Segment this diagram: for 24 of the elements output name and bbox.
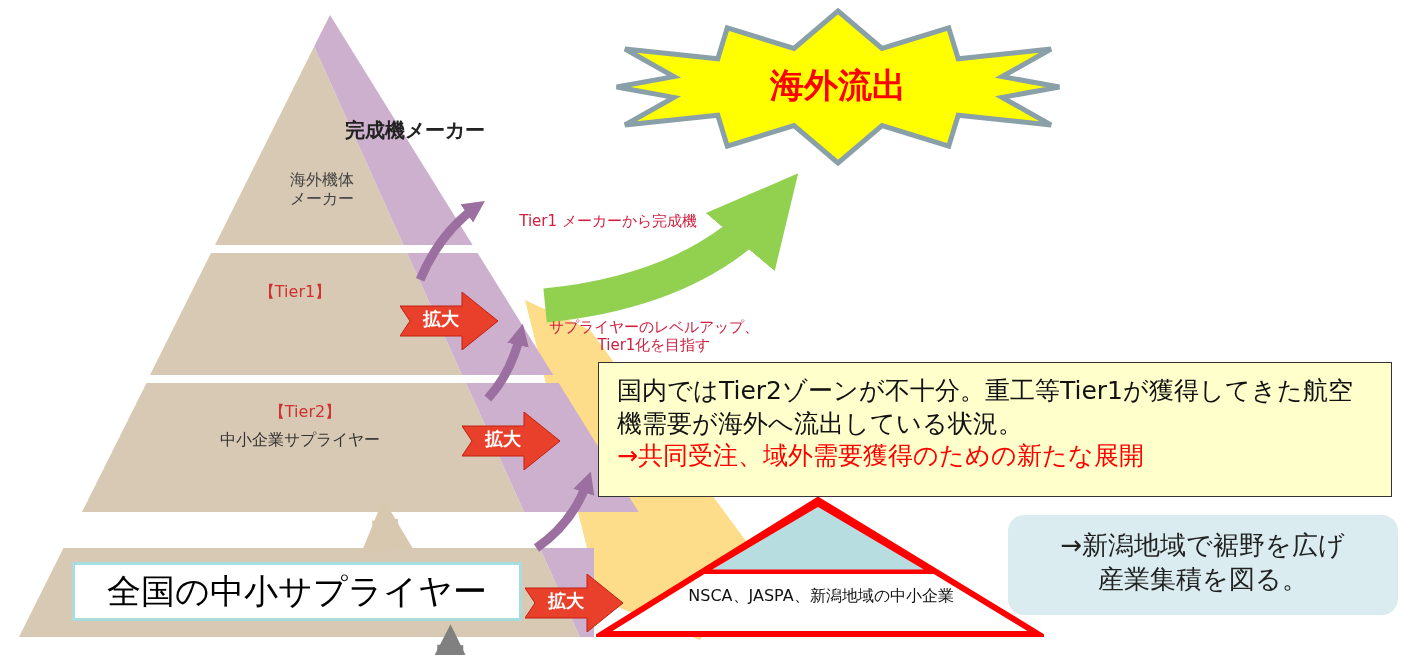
arrow-label: 拡大: [547, 590, 585, 612]
tier-label: 【Tier2】: [267, 402, 343, 422]
tier-label: 中小企業サプライヤー: [219, 430, 381, 450]
annotation-text: サプライヤーのレベルアップ、Tier1化を目指す: [548, 318, 760, 354]
title-box: 全国の中小サプライヤー: [72, 562, 522, 621]
tier-label: 完成機メーカー: [345, 118, 485, 142]
arrow-label: 拡大: [422, 308, 460, 330]
triangle-label: NSCA、JASPA、新潟地域の中小企業: [687, 586, 955, 606]
note-box: [598, 362, 1392, 497]
burst-label: 海外流出: [769, 65, 907, 106]
curved-arrow: [533, 471, 594, 552]
box-text: →新潟地域で裾野を広げ産業集積を図る。: [1059, 529, 1347, 596]
note-text: →共同受注、域外需要獲得のための新たな展開: [617, 440, 1145, 472]
rounded-box: [1008, 515, 1398, 615]
wide-arrow: [543, 174, 800, 323]
curved-arrow: [416, 200, 485, 282]
tier-label: 海外機体メーカー: [289, 170, 355, 209]
tier-label: 【Tier1】: [257, 282, 333, 302]
arrow-label: 拡大: [484, 428, 522, 450]
curved-arrow: [484, 323, 529, 402]
annotation-text: Tier1 メーカーから完成機: [518, 212, 698, 230]
inner-triangle: [701, 502, 935, 574]
pyramid-tier: [19, 548, 594, 637]
note-text: 国内ではTier2ゾーンが不十分。重工等Tier1が獲得してきた航空機需要が海外へ流出している状況。: [617, 375, 1355, 440]
